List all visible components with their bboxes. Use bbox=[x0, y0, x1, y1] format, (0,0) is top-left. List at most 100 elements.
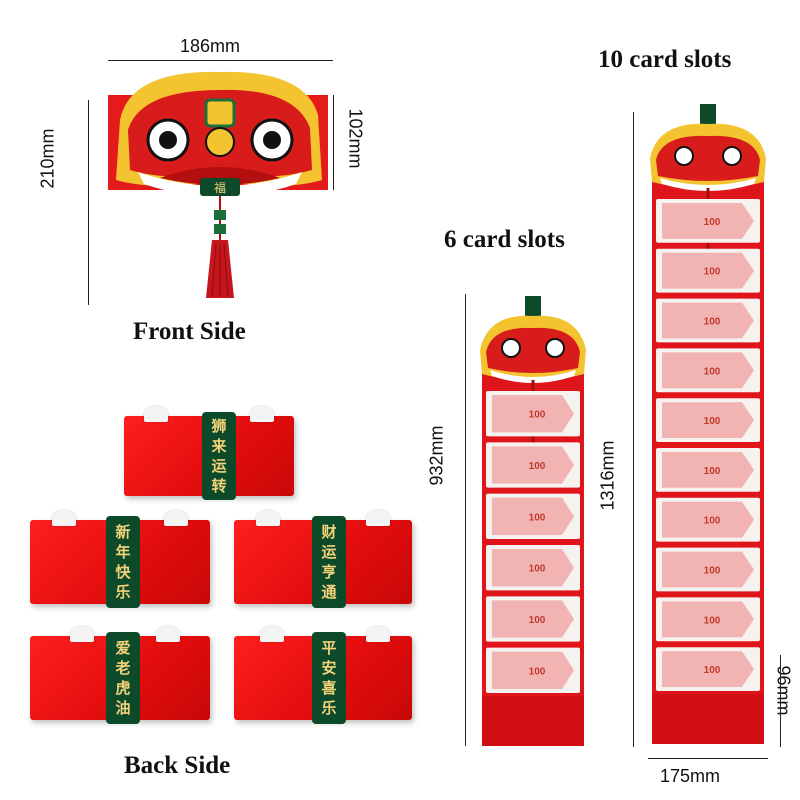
ten-slot-strip: 100 100 100 100 100 100 100 100 100 100 bbox=[648, 104, 768, 744]
banknote-value: 100 bbox=[529, 615, 546, 626]
banknote bbox=[492, 651, 574, 689]
lion-eye bbox=[501, 338, 521, 358]
banknote bbox=[662, 352, 754, 389]
six-slot-strip: 100 100 100 100 100 100 bbox=[478, 296, 588, 746]
banknote-value: 100 bbox=[529, 666, 546, 677]
strip-bottom-pocket bbox=[652, 694, 764, 744]
band-char: 来 bbox=[211, 437, 227, 455]
envelope-band: 新 年 快 乐 bbox=[106, 516, 140, 608]
envelope-ear bbox=[70, 626, 94, 642]
banknote-value: 100 bbox=[704, 366, 721, 377]
lion-eye bbox=[545, 338, 565, 358]
envelope-band: 狮 来 运 转 bbox=[202, 412, 236, 500]
front-width-line bbox=[108, 60, 333, 61]
front-width-label: 186mm bbox=[180, 36, 241, 56]
banknote-value: 100 bbox=[704, 615, 721, 626]
band-char: 亨 bbox=[321, 563, 337, 581]
envelope-ear bbox=[366, 626, 390, 642]
back-envelope-5: 平 安 喜 乐 bbox=[234, 626, 412, 724]
banknote bbox=[492, 600, 574, 638]
banknote-value: 100 bbox=[704, 466, 721, 477]
banknote bbox=[662, 501, 754, 538]
banknote-value: 100 bbox=[529, 512, 546, 523]
strip-width-label: 175mm bbox=[660, 766, 721, 786]
envelope-band: 财 运 亨 通 bbox=[312, 516, 346, 608]
ten-strip-height-line bbox=[633, 112, 634, 747]
band-char: 运 bbox=[321, 543, 337, 561]
back-envelope-1: 狮 来 运 转 bbox=[124, 406, 294, 500]
envelope-ear bbox=[156, 626, 180, 642]
banknote bbox=[492, 446, 574, 484]
banknote-value: 100 bbox=[704, 317, 721, 328]
banknote-value: 100 bbox=[704, 566, 721, 577]
envelope-ear bbox=[256, 510, 280, 526]
strip-bottom-pocket bbox=[482, 696, 584, 746]
banknote bbox=[662, 452, 754, 488]
lion-beard bbox=[490, 370, 576, 383]
front-side-label: Front Side bbox=[133, 318, 246, 345]
banknote-value: 100 bbox=[529, 564, 546, 575]
banknote bbox=[492, 497, 574, 535]
lion-eye bbox=[674, 146, 694, 166]
banknote-value: 100 bbox=[704, 217, 721, 228]
front-envelope-height-line bbox=[333, 95, 334, 190]
banknote-value: 100 bbox=[529, 410, 546, 421]
banknote bbox=[662, 302, 754, 339]
banknote bbox=[492, 549, 574, 587]
bottom-pocket-line bbox=[780, 655, 781, 747]
back-envelope-3: 财 运 亨 通 bbox=[234, 510, 412, 608]
back-side-label: Back Side bbox=[124, 752, 231, 779]
svg-text:福: 福 bbox=[214, 180, 226, 195]
banknote bbox=[662, 651, 754, 687]
band-char: 运 bbox=[211, 457, 227, 475]
banknote bbox=[492, 395, 574, 433]
band-char: 财 bbox=[321, 523, 337, 541]
six-strip-height-line bbox=[465, 294, 466, 746]
band-char: 虎 bbox=[115, 679, 131, 697]
band-char: 安 bbox=[321, 659, 337, 677]
strip-lion-face bbox=[486, 327, 580, 373]
band-char: 老 bbox=[115, 659, 131, 677]
banknote-value: 100 bbox=[529, 461, 546, 472]
band-char: 平 bbox=[321, 639, 337, 657]
band-char: 通 bbox=[321, 583, 337, 601]
band-char: 新 bbox=[115, 523, 131, 541]
band-char: 喜 bbox=[321, 679, 337, 697]
banknote bbox=[662, 601, 754, 638]
envelope-ear bbox=[366, 510, 390, 526]
back-envelope-4: 爱 老 虎 油 bbox=[30, 626, 210, 724]
envelope-ear bbox=[52, 510, 76, 526]
back-envelope-2: 新 年 快 乐 bbox=[30, 510, 210, 608]
banknote-value: 100 bbox=[704, 416, 721, 427]
six-slots-label: 6 card slots bbox=[444, 226, 565, 253]
band-char: 年 bbox=[115, 543, 131, 561]
lion-beard bbox=[660, 178, 756, 191]
banknote bbox=[662, 252, 754, 289]
six-strip-height-label: 932mm bbox=[426, 425, 447, 486]
ten-slots-label: 10 card slots bbox=[598, 46, 732, 73]
front-full-height-label: 210mm bbox=[37, 128, 58, 189]
envelope-ear bbox=[164, 510, 188, 526]
lion-eye bbox=[722, 146, 742, 166]
front-envelope-illustration: 福 bbox=[100, 60, 340, 310]
envelope-ear bbox=[144, 406, 168, 422]
envelope-band: 平 安 喜 乐 bbox=[312, 632, 346, 724]
banknote-value: 100 bbox=[704, 267, 721, 278]
banknote bbox=[662, 203, 754, 239]
band-char: 狮 bbox=[211, 417, 227, 435]
band-char: 油 bbox=[115, 699, 131, 717]
front-full-height-line bbox=[88, 100, 89, 305]
band-char: 转 bbox=[211, 477, 227, 495]
band-char: 快 bbox=[115, 563, 131, 581]
banknote-value: 100 bbox=[704, 665, 721, 676]
strip-width-line bbox=[648, 758, 768, 759]
banknote-value: 100 bbox=[704, 516, 721, 527]
strip-drawing: 100 100 100 100 100 100 bbox=[480, 296, 586, 746]
envelope-band: 爱 老 虎 油 bbox=[106, 632, 140, 724]
band-char: 乐 bbox=[115, 583, 131, 601]
envelope-ear bbox=[250, 406, 274, 422]
band-char: 爱 bbox=[115, 639, 131, 657]
bottom-pocket-label: 96mm bbox=[773, 665, 794, 716]
banknote bbox=[662, 551, 754, 588]
strip-drawing: 100 100 100 100 100 100 100 100 100 100 bbox=[650, 104, 766, 744]
